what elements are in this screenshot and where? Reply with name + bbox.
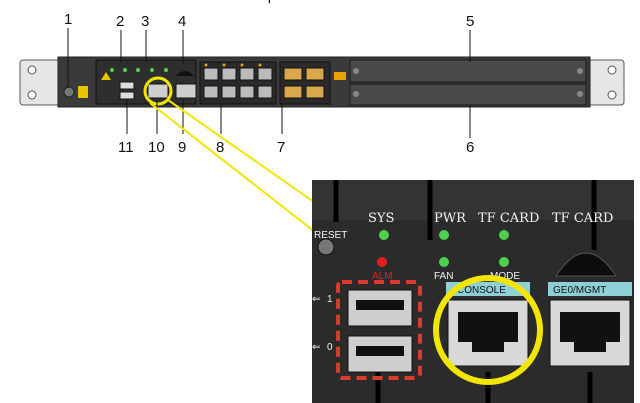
rack-ear-left [19,59,61,106]
usb-0-number: 0 [327,342,333,353]
sys-label: SYS [368,211,394,226]
reset-label: RESET [314,230,347,241]
pwr-label: PWR [434,211,467,226]
console-port-small [147,83,169,99]
callout-6: 6 [466,139,474,156]
tf-card-slot-label: TF CARD [552,211,613,226]
small-highlight-circle [143,76,173,106]
expansion-slot-bottom [349,83,587,106]
zoom-detail-panel: RESET SYS ALM PWR FAN TF CARD MODE TF CA… [312,180,634,403]
ge0-mgmt-tag [548,282,632,296]
usb-port-bottom-small [119,91,135,100]
status-tag [334,72,346,80]
callout-9: 9 [178,139,186,156]
usb-port-top-small [119,81,135,90]
electrical-ports [199,61,277,105]
tf-card-led-label: TF CARD [478,211,539,226]
tf-card-slot [555,252,617,277]
callout-10: 10 [148,139,165,156]
fan-led [439,257,449,267]
callout-2: 2 [116,13,124,30]
fan-label: FAN [434,271,453,282]
mode-led [499,257,509,267]
usb-highlight-box [336,280,422,380]
optical-ports [279,61,331,105]
alm-label: ALM [372,271,393,282]
callout-11: 11 [118,139,134,156]
leader-lines [67,28,471,138]
callout-7: 7 [277,139,285,156]
pwr-led [439,230,449,240]
ground-screw [63,86,75,98]
ge0-mgmt-label: GE0/MGMT [553,285,606,296]
usb-1-label: ⇐ [312,294,320,305]
callout-numbers: 1 2 3 4 5 6 7 8 9 10 11 [64,11,474,156]
top-mark: ' [268,0,271,14]
front-panel [19,56,625,108]
reset-button [317,238,335,256]
callout-1: 1 [64,11,72,28]
callout-5: 5 [466,13,474,30]
warning-label [78,86,88,98]
usb-1-number: 1 [327,294,333,305]
expansion-slot-top [349,59,587,83]
sys-led [379,230,389,240]
callout-3: 3 [141,13,149,30]
mode-label: MODE [490,271,520,282]
alm-led [377,257,387,267]
callout-8: 8 [216,139,224,156]
console-highlight-circle [433,275,543,385]
tf-card-led [499,230,509,240]
console-label: CONSOLE [457,285,506,296]
callout-4: 4 [178,13,186,30]
mgmt-port-small [175,83,197,99]
rack-ear-right [585,59,625,106]
usb-0-label: ⇐ [312,342,320,353]
